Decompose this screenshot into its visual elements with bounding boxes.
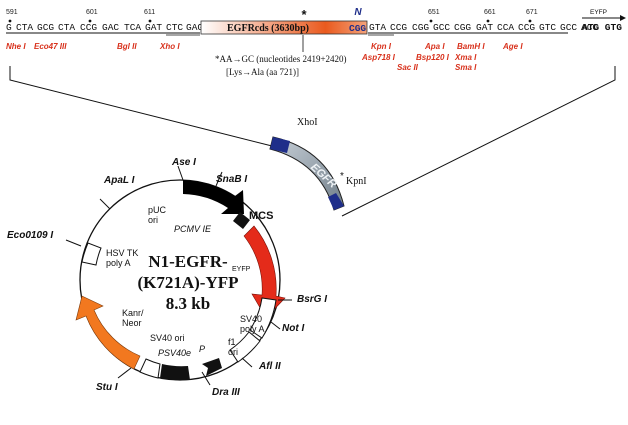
label-p: P (199, 344, 205, 354)
position-671: 671 (526, 9, 538, 16)
site-sac-ii: Sac II (397, 63, 419, 72)
position-651: 651 (428, 9, 440, 16)
codon: CTA (58, 22, 75, 33)
sv40-ori-box (139, 358, 161, 379)
codon: GCC (433, 22, 450, 33)
sequence-strip: 591 601 611 651 661 671 G CTA GCG CTA CC… (6, 7, 626, 36)
mutation-note-line2: [Lys→Ala (aa 721)] (226, 67, 299, 77)
mcs-block (233, 212, 250, 229)
site-xho-i: Xho I (159, 42, 180, 51)
codon: CGG (454, 22, 471, 33)
codon: CTA (16, 22, 33, 33)
site-stu-i: Stu I (96, 382, 118, 393)
label-pcmv: PCMV IE (174, 224, 212, 234)
site-bamh-i: BamH I (457, 42, 485, 51)
site-ase-i: Ase I (171, 157, 196, 168)
insert-tail-codon: CGG (349, 23, 366, 34)
label-mcs: MCS (249, 210, 273, 222)
position-611: 611 (144, 9, 155, 16)
site-sma-i: Sma I (455, 63, 477, 72)
site-nhe-i: Nhe I (6, 42, 26, 51)
site-snab-i: SnaB I (216, 174, 247, 185)
codon: TCA (124, 22, 141, 33)
fragment-end-left (270, 137, 290, 153)
position-dots (8, 19, 532, 23)
codon: GAT (145, 22, 162, 33)
fragment-end-right (328, 193, 344, 210)
mutation-note: *AA→GC (nucleotides 2419+2420) [Lys→Ala … (215, 35, 347, 77)
egfr-fragment: EGFR XhoI KpnI * (269, 117, 367, 211)
codon: CGG (412, 22, 429, 33)
codon: GTC (539, 22, 556, 33)
codon: GAG (186, 22, 203, 33)
plasmid-title: N1-EGFR- (K721A)-YFP 8.3 kb (137, 252, 238, 313)
egfr-insert-bar (200, 20, 368, 35)
pcmv-promoter-arrow (183, 180, 244, 214)
site-dra-iii: Dra III (212, 387, 240, 398)
site-ticks (65, 165, 292, 386)
site-apal-i: ApaL I (103, 175, 135, 186)
codon: GCC (560, 22, 577, 33)
codon: G (6, 22, 12, 33)
position-661: 661 (484, 9, 496, 16)
site-age-i: Age I (502, 42, 523, 51)
plasmid-name-line1: N1-EGFR- (148, 252, 228, 271)
label-psv40e: PSV40e (158, 348, 191, 358)
fragment-site-kpni: KpnI (346, 176, 367, 187)
label-kan-neo: Kanr/Neor (122, 308, 144, 328)
site-eco47-iii: Eco47 III (34, 42, 67, 51)
codon: CTC (166, 22, 183, 33)
codon: CCA (497, 22, 514, 33)
p-promoter-arrow (202, 358, 222, 376)
eyfp-label-top: EYFP (590, 9, 607, 16)
sv40-polya-box (249, 297, 277, 339)
label-sv40-ori: SV40 ori (150, 333, 185, 343)
site-eco0109-i: Eco0109 I (7, 230, 53, 241)
zoom-lines (9, 66, 616, 217)
hsv-tk-polya-box (81, 242, 102, 266)
start-codon: ATG GTG (582, 22, 622, 33)
codon: GCG (37, 22, 54, 33)
site-bgl-ii: Bgl II (117, 42, 137, 51)
site-asp718-i: Asp718 I (361, 53, 396, 62)
site-bsrg-i: BsrG I (297, 294, 327, 305)
mutation-note-line1: *AA→GC (nucleotides 2419+2420) (215, 54, 347, 64)
site-kpn-i: Kpn I (371, 42, 392, 51)
kan-neo-arrow (75, 295, 141, 370)
site-afl-ii: Afl II (258, 361, 281, 372)
position-601: 601 (86, 9, 98, 16)
codon: ACC (581, 22, 598, 33)
plasmid-sites: Ase I SnaB I ApaL I Eco0109 I BsrG I Not… (7, 157, 327, 398)
codon: GTA (369, 22, 386, 33)
codon: GAT (476, 22, 493, 33)
codon: GAC (102, 22, 119, 33)
plasmid-name-line2: (K721A)-YFP (137, 273, 238, 292)
fragment-asterisk: * (340, 171, 344, 182)
sv40-ori-block (160, 364, 190, 381)
site-apa-i: Apa I (424, 42, 445, 51)
mutation-asterisk: * (301, 7, 307, 22)
codon: CCG (518, 22, 535, 33)
site-bsp120-i: Bsp120 I (416, 53, 450, 62)
label-eyfp: EYFP (232, 266, 251, 273)
restriction-sites-top: Nhe I Eco47 III Bgl II Xho I Kpn I Asp71… (6, 42, 523, 72)
n-terminus-label: N (354, 7, 362, 18)
codon: CCG (390, 22, 407, 33)
plasmid-size: 8.3 kb (166, 294, 210, 313)
plasmid-circle (65, 165, 292, 386)
egfr-insert-label: EGFRcds (3630bp) (227, 23, 309, 34)
site-xma-i: Xma I (454, 53, 477, 62)
f1-ori-box (229, 331, 261, 363)
site-not-i: Not I (282, 323, 304, 334)
position-591: 591 (6, 9, 18, 16)
codon: CCG (80, 22, 97, 33)
fragment-site-xhoi: XhoI (297, 117, 318, 128)
